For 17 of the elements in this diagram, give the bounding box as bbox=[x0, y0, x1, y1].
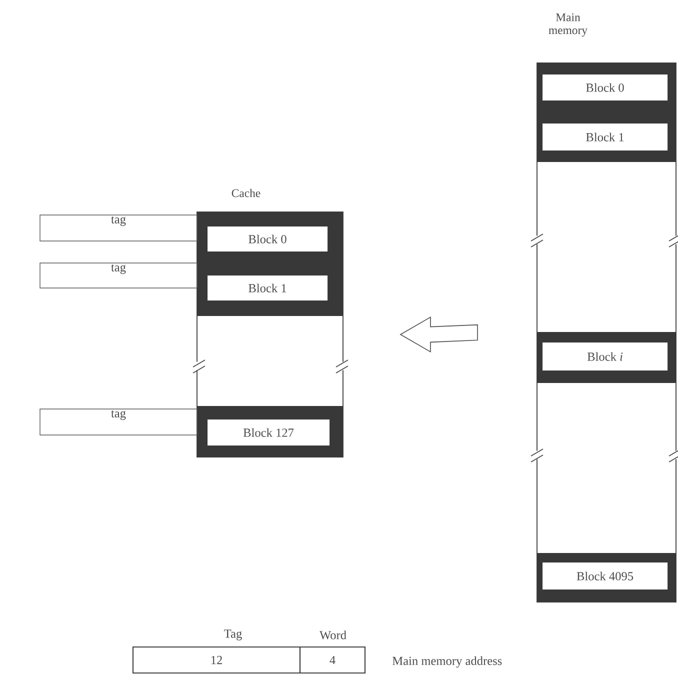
block-box: Block 127 bbox=[208, 420, 330, 446]
block-box: Block 4095 bbox=[542, 562, 668, 590]
address-field: 12 Tag bbox=[132, 630, 301, 674]
address-field: 4 Word bbox=[299, 630, 366, 674]
block-box: Block 0 bbox=[542, 74, 668, 101]
block-box: Block 1 bbox=[208, 276, 328, 301]
node-label: Tag bbox=[224, 630, 242, 640]
tag-box: tag bbox=[40, 408, 198, 436]
node-label: Main memory bbox=[548, 13, 588, 37]
block-box: Block 1 bbox=[542, 124, 668, 151]
tag-box: tag bbox=[40, 262, 198, 288]
node-label: Cache bbox=[232, 188, 260, 198]
block-box: Block 0 bbox=[208, 226, 328, 252]
caption-text: Main memory address bbox=[392, 656, 502, 668]
tag-box: tag bbox=[40, 214, 198, 242]
block-box: Block i bbox=[542, 342, 668, 371]
node-label: Word bbox=[320, 630, 346, 640]
